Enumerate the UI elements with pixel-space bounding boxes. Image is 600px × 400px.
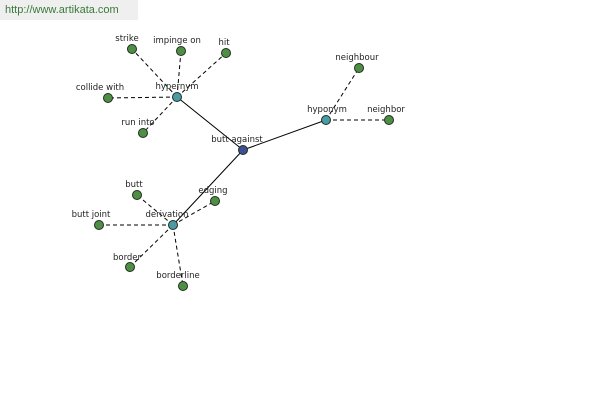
word-node-neighbor[interactable] (384, 115, 394, 125)
word-node-run-into[interactable] (138, 128, 148, 138)
word-label-strike: strike (115, 34, 138, 44)
word-node-collide-with[interactable] (103, 93, 113, 103)
relation-node-hypernym[interactable] (172, 92, 182, 102)
relation-node-derivation[interactable] (168, 220, 178, 230)
edge-center-to-hyponym (242, 119, 327, 151)
word-node-strike[interactable] (127, 44, 137, 54)
word-label-collide-with: collide with (76, 83, 124, 93)
word-node-borderline[interactable] (178, 281, 188, 291)
word-label-impinge-on: impinge on (153, 36, 201, 46)
edge-derivation-to-edging (172, 200, 216, 226)
edge-derivation-to-border (129, 224, 174, 268)
word-label-butt-joint: butt joint (72, 210, 111, 220)
site-url-link[interactable]: http://www.artikata.com (0, 0, 138, 20)
word-label-hit: hit (218, 38, 230, 48)
edge-center-to-hypernym (176, 96, 244, 151)
graph-edges (99, 48, 389, 287)
edge-hyponym-to-neighbour (325, 67, 360, 121)
center-label-butt-against: butt against (211, 135, 263, 145)
word-label-butt: butt (125, 180, 143, 190)
graph-labels: strike impinge on hit collide with run into h… (72, 34, 406, 281)
center-node-butt-against[interactable] (238, 145, 248, 155)
word-node-neighbour[interactable] (354, 63, 364, 73)
relation-label-hyponym: hyponym (307, 105, 347, 115)
edge-hypernym-to-collide-with (107, 96, 178, 99)
word-label-neighbour: neighbour (335, 53, 379, 63)
word-label-run-into: run into (121, 118, 154, 128)
word-node-hit[interactable] (221, 48, 231, 58)
word-node-butt-joint[interactable] (94, 220, 104, 230)
edge-hypernym-to-hit (176, 52, 227, 98)
word-label-borderline: borderline (156, 271, 199, 281)
edge-hypernym-to-strike (131, 48, 178, 98)
word-node-butt[interactable] (132, 190, 142, 200)
edge-center-to-derivation (172, 149, 244, 226)
word-node-border[interactable] (125, 262, 135, 272)
edge-derivation-to-borderline (172, 224, 184, 287)
edge-hypernym-to-run-into (142, 96, 178, 134)
word-node-edging[interactable] (210, 196, 220, 206)
relation-label-derivation: derivation (145, 210, 188, 220)
edge-hypernym-to-impinge-on (176, 50, 182, 98)
relation-label-hypernym: hypernym (155, 82, 198, 92)
word-node-impinge-on[interactable] (176, 46, 186, 56)
word-label-neighbor: neighbor (367, 105, 405, 115)
graph-nodes (94, 44, 394, 291)
edge-derivation-to-butt (136, 194, 174, 226)
word-label-border: border (113, 253, 142, 263)
word-label-edging: edging (198, 186, 227, 196)
relation-node-hyponym[interactable] (321, 115, 331, 125)
